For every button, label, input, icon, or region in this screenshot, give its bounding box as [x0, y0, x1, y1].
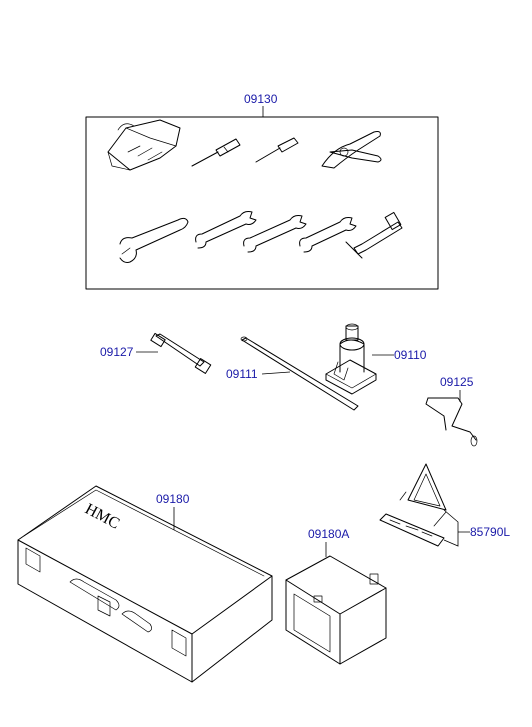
latch-left	[25, 547, 41, 573]
handle-right	[121, 610, 152, 633]
tool-bag	[107, 119, 181, 171]
label-09111[interactable]: 09111	[226, 367, 258, 381]
wheel-wrench-group: 09125	[425, 375, 478, 447]
leader-09111	[261, 371, 291, 375]
open-end-wrench-1	[195, 211, 257, 249]
warning-triangle-group: 85790L	[379, 463, 510, 547]
extension-bar	[150, 332, 212, 374]
tool-case: HMC	[17, 485, 273, 683]
screwdriver-flat	[191, 138, 241, 167]
jack-handle	[240, 336, 359, 411]
tool-case-group: 09180 HMC	[17, 485, 273, 683]
label-09125[interactable]: 09125	[440, 375, 474, 389]
pliers	[321, 131, 382, 169]
wheel-wrench	[425, 397, 478, 447]
screwdriver-phillips	[255, 137, 299, 163]
small-tool-case	[285, 555, 387, 665]
label-09110[interactable]: 09110	[394, 348, 427, 362]
extension-bar-group: 09127	[100, 332, 212, 374]
leader-85790L	[443, 509, 470, 547]
open-end-wrench-2	[243, 215, 307, 253]
warning-triangle	[379, 463, 447, 547]
label-09130[interactable]: 09130	[244, 92, 278, 106]
bottle-jack	[325, 323, 377, 395]
jack-group: 09110	[325, 323, 427, 395]
adjustable-wrench	[119, 217, 189, 263]
socket-wrench	[345, 211, 403, 259]
tool-case-small-group: 09180A	[285, 527, 387, 665]
label-09180[interactable]: 09180	[156, 492, 190, 506]
case-logo: HMC	[82, 501, 122, 533]
handle-left	[69, 578, 120, 611]
tool-set-frame	[85, 116, 439, 290]
latch-right	[171, 629, 187, 657]
tool-set-group: 09130	[85, 92, 439, 290]
open-end-wrench-3	[299, 217, 357, 253]
jack-handle-group: 09111	[226, 336, 359, 411]
label-85790L[interactable]: 85790L	[470, 525, 510, 539]
label-09180A[interactable]: 09180A	[308, 527, 349, 541]
clasp	[97, 595, 111, 617]
label-09127[interactable]: 09127	[100, 345, 134, 359]
